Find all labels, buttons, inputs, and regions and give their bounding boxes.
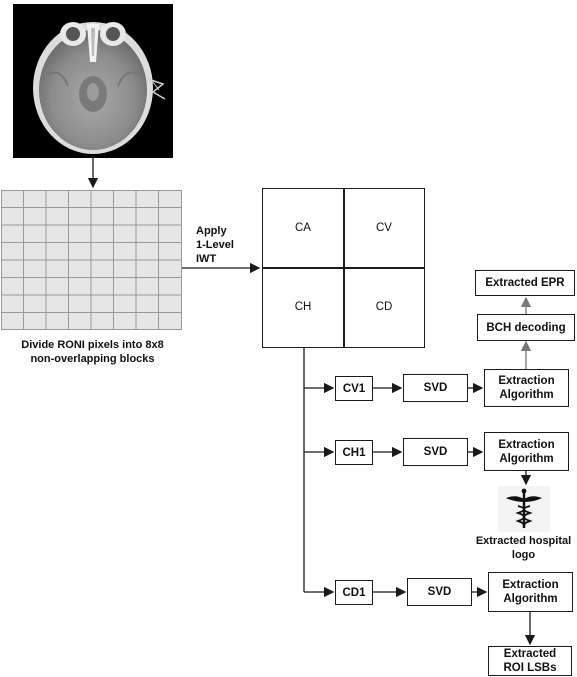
iwt-label-line3: IWT <box>196 253 217 265</box>
extraction-line2: Algorithm <box>503 593 558 605</box>
extraction-line1: Extraction <box>498 375 555 387</box>
extracted-epr-box: Extracted EPR <box>475 270 575 296</box>
roni-block-grid <box>1 190 182 330</box>
extraction-line1: Extraction <box>502 579 559 591</box>
ct-scan-image <box>13 4 173 158</box>
hospital-logo-line1: Extracted hospital <box>475 535 572 547</box>
cv1-box: CV1 <box>335 376 373 401</box>
svd-box-cv1: SVD <box>403 374 468 402</box>
hospital-logo-caption: Extracted hospital logo <box>470 534 577 562</box>
subband-ca: CA <box>295 222 311 234</box>
svd-box-ch1: SVD <box>403 438 468 466</box>
iwt-label-line1: Apply <box>196 225 227 237</box>
bch-decoding-box: BCH decoding <box>477 314 575 341</box>
iwt-label: Apply 1-Level IWT <box>196 224 246 266</box>
ch1-box: CH1 <box>335 440 373 465</box>
extraction-line2: Algorithm <box>499 452 554 465</box>
svd-box-cd1: SVD <box>407 578 472 606</box>
extraction-algorithm-ch1: Extraction Algorithm <box>484 432 569 471</box>
iwt-subbands: CA CV CH CD <box>262 188 425 348</box>
extraction-algorithm-cv1: Extraction Algorithm <box>484 369 569 407</box>
iwt-label-line2: 1-Level <box>196 239 234 251</box>
caduceus-icon <box>498 486 550 532</box>
roi-lsbs-line1: Extracted <box>503 648 557 660</box>
subband-divider-horizontal <box>263 267 424 269</box>
extraction-line2: Algorithm <box>499 389 554 401</box>
subband-ch: CH <box>294 301 312 313</box>
cd1-box: CD1 <box>335 580 373 605</box>
extracted-roi-lsbs-box: Extracted ROI LSBs <box>488 646 572 676</box>
extraction-line1: Extraction <box>498 438 555 451</box>
hospital-logo-line2: logo <box>511 549 536 561</box>
grid-caption: Divide RONI pixels into 8x8 non-overlapp… <box>0 338 185 366</box>
grid-caption-line1: Divide RONI pixels into 8x8 <box>21 339 164 351</box>
subband-cv: CV <box>376 222 392 234</box>
extraction-algorithm-cd1: Extraction Algorithm <box>488 572 573 612</box>
subband-cd: CD <box>375 301 393 313</box>
roi-lsbs-line2: ROI LSBs <box>503 662 557 674</box>
grid-caption-line2: non-overlapping blocks <box>30 353 155 365</box>
